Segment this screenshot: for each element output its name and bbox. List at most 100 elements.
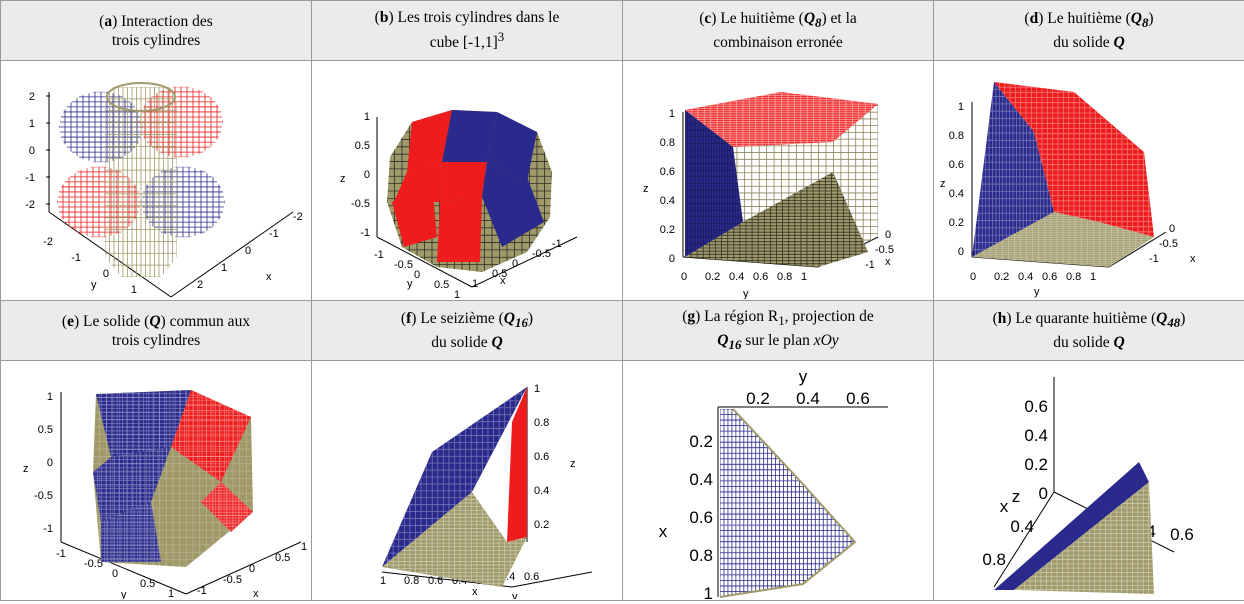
x-tick-label: -0.5	[532, 248, 551, 260]
x-tick-label: 0.4	[1010, 517, 1034, 536]
z-tick-label: 0	[47, 457, 53, 469]
z-tick-label: 0.2	[660, 224, 675, 236]
cylinder-wireframe	[105, 87, 177, 277]
y-tick-label: 0.2	[746, 389, 770, 408]
surface-patch	[93, 447, 171, 522]
x-tick-label: 1	[301, 541, 307, 553]
x-tick-label: -1	[865, 259, 875, 271]
caption-d: (d) Le huitième (Q8)du solide Q	[933, 0, 1244, 61]
z-tick-label: 1	[47, 391, 53, 403]
z-axis-label: z	[570, 458, 576, 470]
x-tick-label: -1	[552, 238, 562, 250]
x-axis	[185, 541, 302, 595]
y-tick-label: 0.6	[753, 271, 768, 283]
y-tick-label: 1	[380, 575, 386, 587]
caption-subscript: 8	[1141, 15, 1149, 31]
z-tick-label: 2	[29, 91, 35, 103]
x-tick-label: 0.6	[689, 508, 713, 527]
caption-f: (f) Le seizième (Q16)du solide Q	[311, 300, 623, 361]
caption-text: Le huitième (	[720, 10, 804, 28]
z-tick-label: 0.4	[660, 195, 675, 207]
x-tick-label: 0	[512, 258, 518, 270]
y-tick-label: 0.4	[796, 389, 820, 408]
y-tick-label: 0.6	[524, 571, 539, 583]
x-tick-label: -2	[293, 211, 303, 223]
caption-h: (h) Le quarante huitième (Q48)du solide …	[933, 300, 1244, 361]
caption-subscript: 16	[515, 315, 528, 331]
y-tick-label: -2	[43, 236, 53, 248]
y-tick-label: 0.6	[428, 575, 443, 587]
surface-patch	[685, 110, 743, 257]
cylinder-wireframe	[59, 91, 143, 163]
surface-patch	[96, 390, 191, 457]
x-tick-label: 0.5	[492, 268, 507, 280]
y-tick-label: 0.2	[705, 271, 720, 283]
caption-q: Q	[1113, 333, 1125, 351]
z-axis-label: z	[1012, 487, 1021, 506]
z-tick-label: -1	[25, 172, 35, 184]
z-tick-label: 0.8	[534, 417, 549, 429]
y-tick-label: -1	[56, 548, 66, 560]
surface-patch	[437, 197, 482, 262]
x-axis-label: x	[885, 256, 891, 268]
caption-letter: g	[687, 308, 696, 326]
caption-text: ) commun aux	[160, 312, 251, 330]
z-tick-label: 0.5	[355, 140, 370, 152]
caption-subscript: 48	[1167, 315, 1181, 331]
y-tick-label: 0.4	[1018, 271, 1033, 283]
caption-text: Le quarante huitième (	[1015, 310, 1157, 328]
y-axis	[376, 236, 473, 288]
caption-text: Le huitième (	[1047, 10, 1131, 28]
x-tick-label: 0	[249, 563, 255, 575]
caption-subscript: 16	[728, 336, 742, 352]
y-tick-label: 0.6	[1042, 271, 1057, 283]
x-axis-label: x	[472, 586, 478, 598]
caption-q: Q	[503, 310, 515, 328]
z-tick-label: 0.5	[38, 424, 53, 436]
z-tick-label: -0.5	[34, 490, 53, 502]
surface-patch	[972, 82, 1054, 257]
caption-superscript: 3	[497, 29, 505, 45]
x-tick-label: 0.4	[689, 470, 713, 489]
y-tick-label: 0.8	[1066, 271, 1081, 283]
x-axis-label: x	[253, 588, 259, 599]
caption-text: Le seizième (	[420, 310, 504, 328]
caption-text: La région R	[704, 308, 779, 326]
z-tick-label: -1	[43, 523, 53, 535]
y-axis-label: y	[121, 589, 127, 599]
x-tick-label: 0	[245, 245, 251, 257]
z-tick-label: 0.8	[949, 130, 964, 142]
surface-patch	[407, 110, 452, 172]
z-tick-label: 0.2	[949, 217, 964, 229]
z-axis-label: z	[643, 183, 649, 195]
x-tick-label: -0.5	[1159, 238, 1178, 250]
surface-patch	[440, 162, 487, 202]
caption-text: cube [-1,1]	[429, 34, 498, 52]
caption-text: )	[1180, 310, 1186, 328]
caption-text: sur le plan	[741, 331, 814, 349]
caption-text: )	[527, 310, 534, 328]
x-tick-label: 0.2	[689, 432, 713, 451]
y-tick-label: -0.5	[394, 259, 413, 271]
z-tick-label: 1	[364, 111, 370, 123]
x-tick-label: 1	[704, 584, 713, 599]
caption-letter: e	[67, 312, 74, 330]
x-tick-label: -0.5	[223, 574, 242, 586]
region-boundary	[719, 408, 857, 598]
caption-text: , projection de	[784, 308, 874, 326]
z-tick-label: 0.4	[949, 188, 964, 200]
surface-patch	[1014, 482, 1154, 594]
y-axis-label: y	[512, 591, 518, 599]
surface-patch	[972, 212, 1154, 267]
